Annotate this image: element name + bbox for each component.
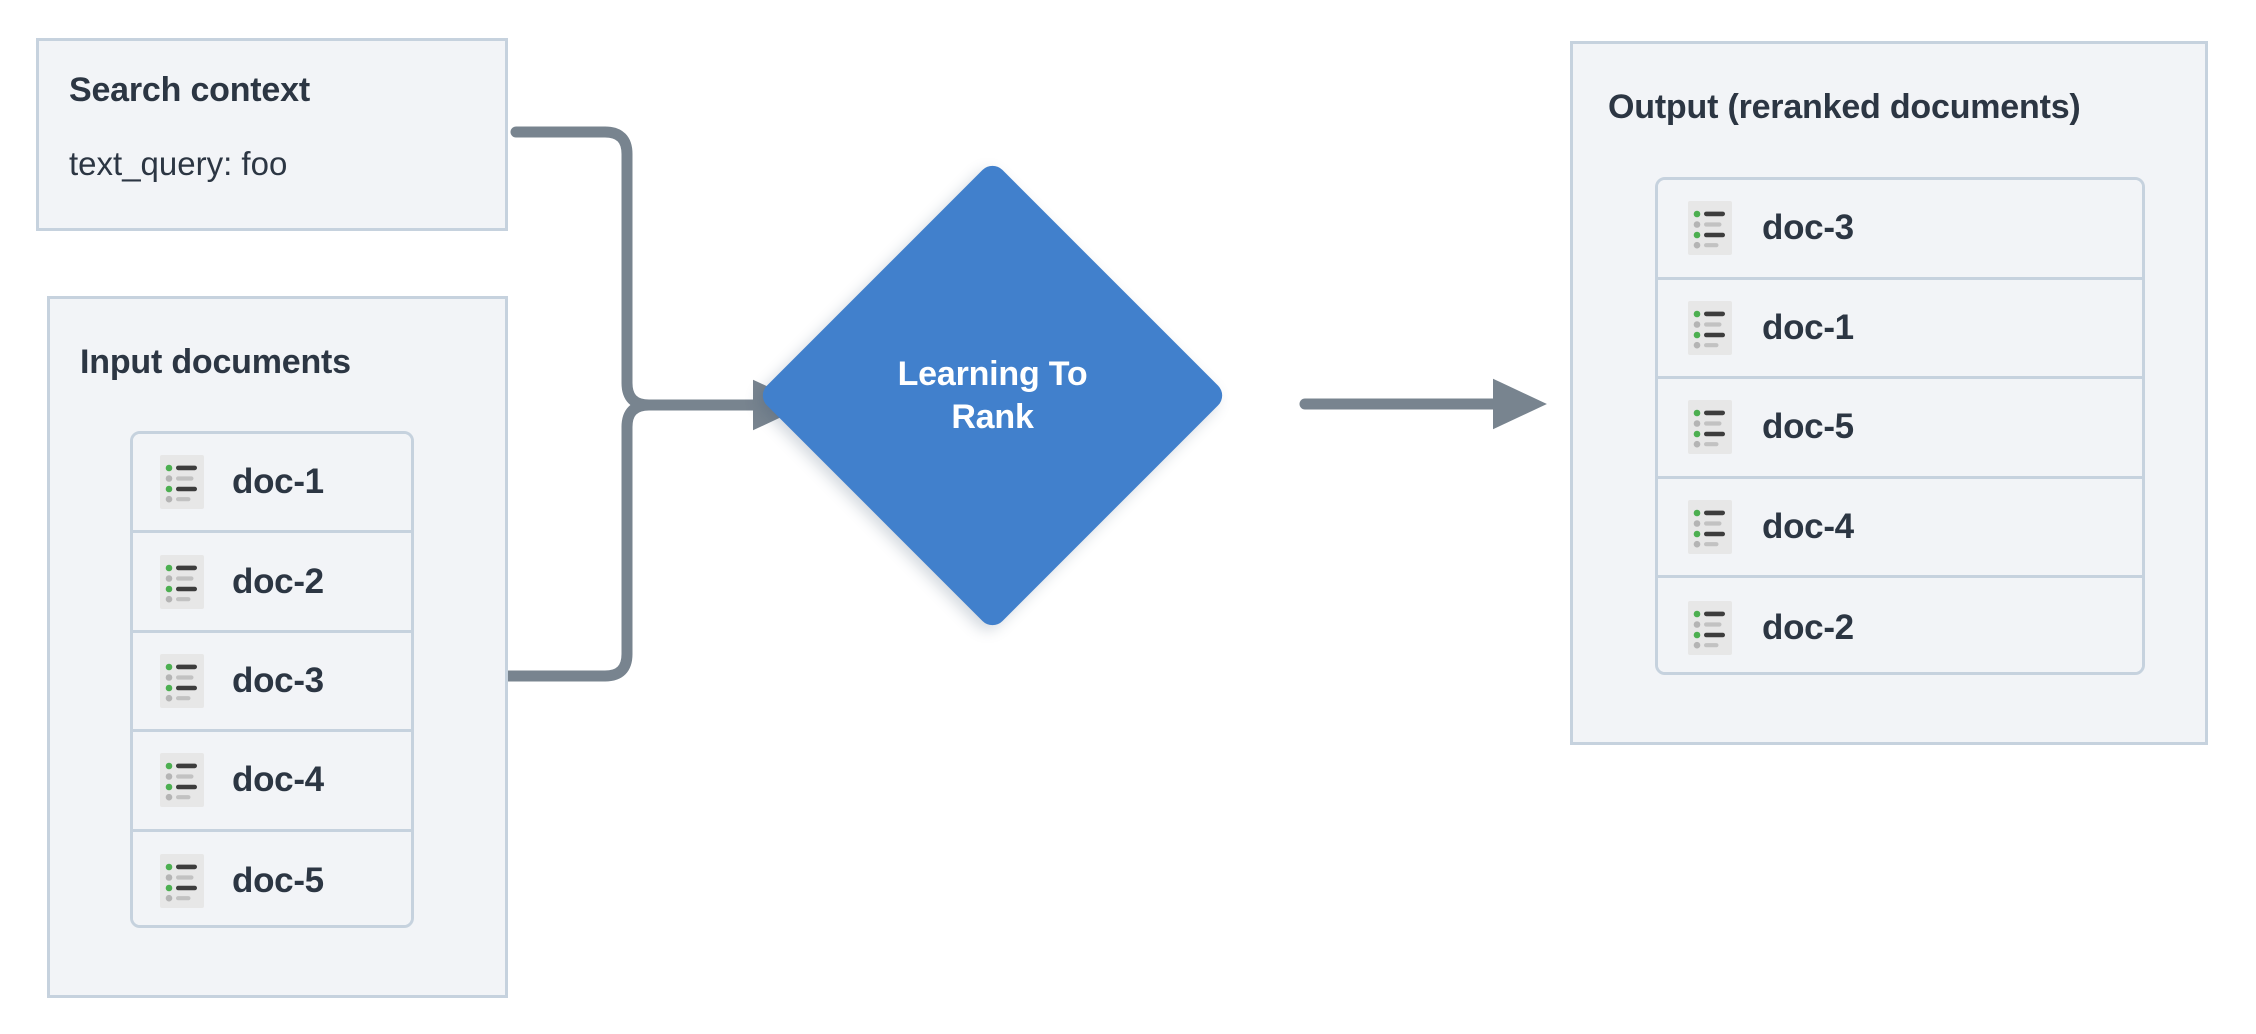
document-list-icon [1688,300,1732,355]
list-item[interactable]: doc-4 [1658,478,2142,579]
document-list-icon [160,455,204,510]
list-item-label: doc-4 [232,760,324,800]
document-list-icon [1688,400,1732,455]
document-list-icon [1688,601,1732,656]
list-item-label: doc-3 [232,660,324,700]
search-context-panel: Search context text_query: foo [36,38,508,231]
list-item-label: doc-5 [232,861,324,901]
search-context-title: Search context [69,71,310,109]
list-item-label: doc-4 [1762,507,1854,547]
list-item-label: doc-5 [1762,407,1854,447]
output-documents-panel: Output (reranked documents) doc-3 [1570,41,2208,745]
input-document-list: doc-1 doc-2 [130,431,414,928]
list-item[interactable]: doc-1 [133,434,411,534]
list-item[interactable]: doc-4 [133,732,411,832]
connector-input-documents-to-ltr [500,399,781,682]
document-list-icon [1688,500,1732,555]
list-item[interactable]: doc-3 [133,632,411,733]
list-item[interactable]: doc-5 [133,831,411,925]
connector-search-context-to-ltr [510,126,807,431]
list-item[interactable]: doc-2 [1658,578,2142,672]
output-document-list: doc-3 doc-1 [1655,177,2145,675]
list-item[interactable]: doc-2 [133,533,411,633]
search-context-query: text_query: foo [69,145,288,182]
document-list-icon [160,854,204,909]
list-item[interactable]: doc-3 [1658,180,2142,280]
list-item-label: doc-1 [1762,307,1854,347]
input-documents-title: Input documents [80,343,351,381]
list-item-label: doc-1 [232,462,324,502]
document-list-icon [160,653,204,708]
document-list-icon [160,753,204,808]
list-item[interactable]: doc-5 [1658,379,2142,479]
list-item-label: doc-2 [232,561,324,601]
output-documents-title: Output (reranked documents) [1608,88,2081,126]
learning-to-rank-node[interactable] [757,160,1228,631]
document-list-icon [160,554,204,609]
document-list-icon [1688,201,1732,256]
list-item-label: doc-3 [1762,208,1854,248]
input-documents-panel: Input documents doc-1 [47,296,508,998]
list-item[interactable]: doc-1 [1658,279,2142,380]
list-item-label: doc-2 [1762,608,1854,648]
